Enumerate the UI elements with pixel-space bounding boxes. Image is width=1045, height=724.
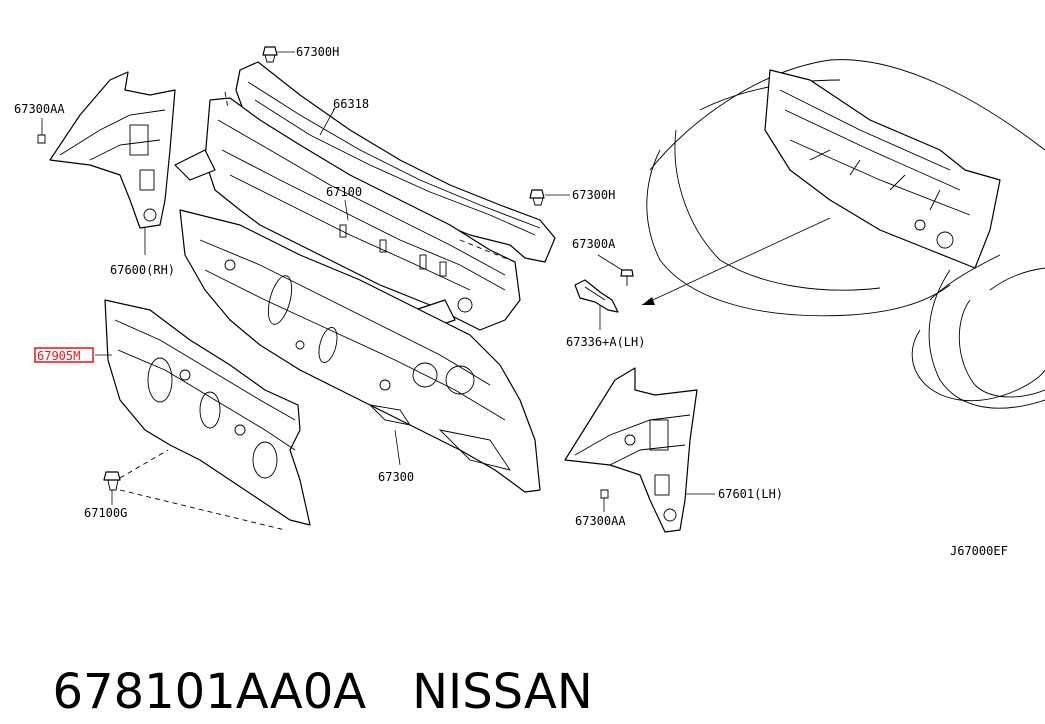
leader-lines (41, 51, 715, 512)
screw-67300A (620, 269, 634, 286)
part-67336 (574, 279, 619, 313)
clip-67300H-right (529, 189, 545, 206)
parts-diagram: 67300H 66318 67300AA 67100 67300H 67300A… (14, 45, 1045, 558)
callout-67336: 67336+A(LH) (566, 335, 645, 349)
vehicle-outline (646, 59, 1045, 409)
brand-name: NISSAN (412, 664, 593, 720)
clip-67300H-top (262, 46, 278, 63)
callout-67905M: 67905M (37, 349, 80, 363)
clip-67300AA-right (600, 489, 609, 499)
part-caption: 678101AA0A NISSAN (22, 596, 593, 720)
callout-67600-rh: 67600(RH) (110, 263, 175, 277)
dashed-guide (224, 91, 516, 263)
callout-67300AA-left: 67300AA (14, 102, 65, 116)
callout-67300A: 67300A (572, 237, 616, 251)
diagram-code: J67000EF (950, 544, 1008, 558)
callout-66318: 66318 (333, 97, 369, 111)
callout-67601-lh: 67601(LH) (718, 487, 783, 501)
detail-arrow (641, 217, 831, 306)
callout-67300AA-right: 67300AA (575, 514, 626, 528)
arrow-head-icon (642, 297, 655, 305)
callout-67300H-right: 67300H (572, 188, 615, 202)
part-number: 678101AA0A (52, 664, 367, 720)
part-67601-lh (564, 367, 698, 533)
dashed-guide-67100G (119, 449, 286, 531)
callout-highlight-box (34, 347, 94, 363)
clip-67300AA-left (37, 134, 46, 144)
callout-67100: 67100 (326, 185, 362, 199)
part-67300 (179, 209, 541, 493)
clip-67100G (103, 471, 121, 491)
part-67905M (104, 299, 311, 526)
callout-67300H-top: 67300H (296, 45, 339, 59)
callout-67300: 67300 (378, 470, 414, 484)
part-67600-rh (49, 71, 176, 229)
callout-67100G: 67100G (84, 506, 127, 520)
